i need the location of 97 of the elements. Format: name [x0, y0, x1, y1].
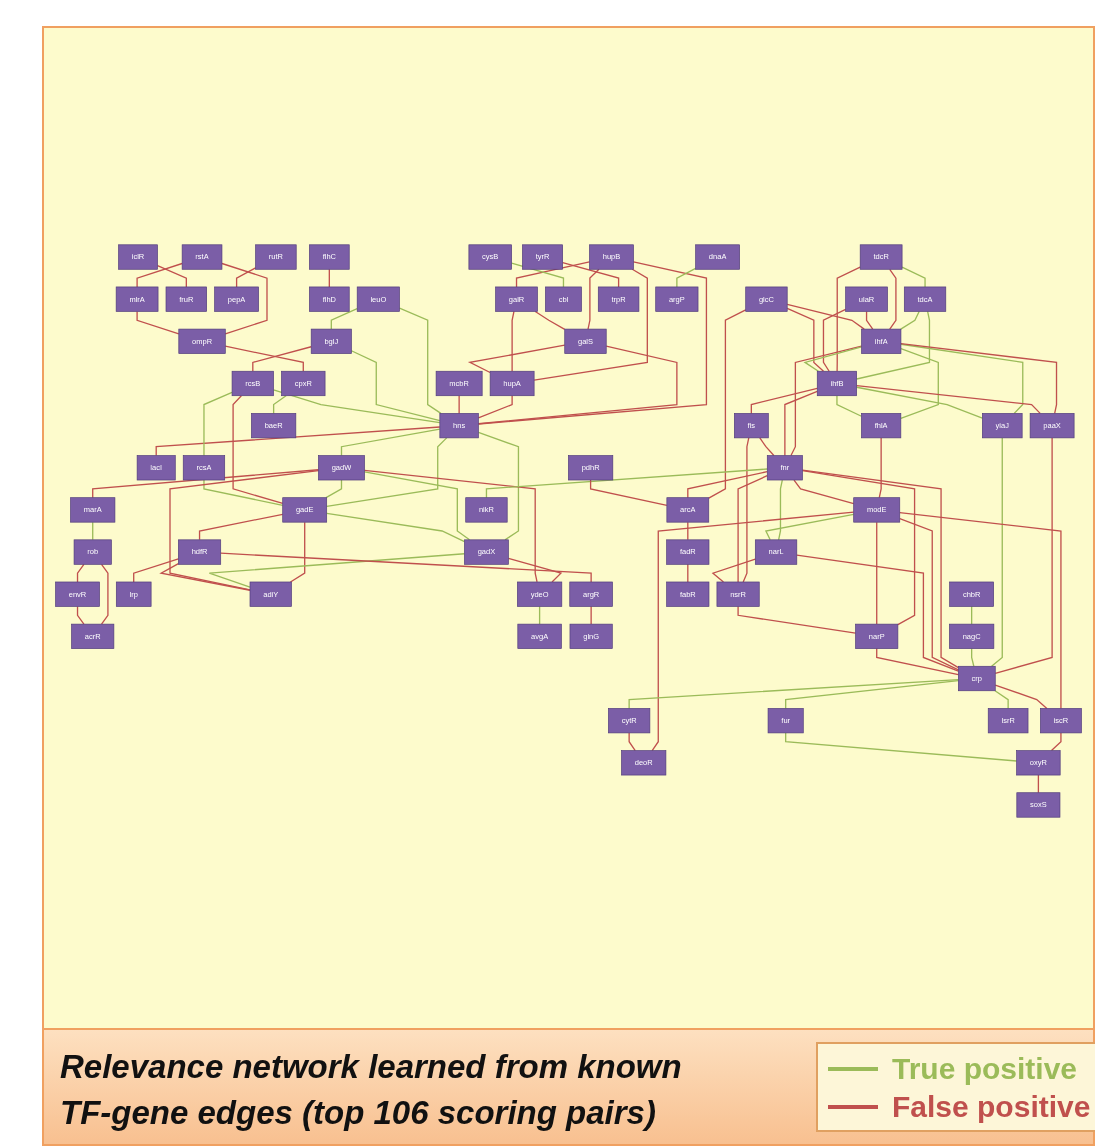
connector	[785, 732, 1018, 762]
connector	[994, 437, 1053, 674]
connector	[750, 387, 818, 415]
connector	[155, 426, 441, 457]
connector	[742, 437, 750, 583]
connector	[822, 308, 847, 372]
connector	[467, 344, 566, 374]
connector	[785, 679, 959, 710]
connector	[587, 268, 600, 330]
connector	[76, 563, 85, 583]
connector	[136, 310, 180, 335]
connector	[326, 437, 448, 508]
connector	[836, 395, 863, 417]
connector	[801, 469, 916, 626]
connector	[477, 345, 678, 425]
connector	[856, 310, 931, 380]
connector	[232, 395, 284, 505]
connector	[272, 389, 441, 424]
connector	[796, 554, 959, 672]
connector	[589, 479, 668, 507]
connector	[899, 511, 1062, 710]
connector	[836, 266, 861, 372]
connector	[900, 310, 920, 330]
connector	[289, 521, 306, 583]
connector	[398, 307, 442, 415]
connector	[272, 395, 287, 415]
connector	[203, 479, 284, 506]
connector	[208, 553, 466, 588]
connector	[737, 605, 857, 634]
connector	[990, 437, 1003, 667]
connector	[485, 468, 768, 499]
legend-label: False positive	[892, 1090, 1091, 1124]
connector	[784, 390, 818, 457]
connector	[687, 470, 768, 499]
connector	[786, 307, 825, 372]
connector	[764, 513, 855, 541]
connector	[628, 732, 636, 752]
connector	[156, 264, 187, 288]
connector	[534, 310, 566, 331]
connector	[711, 558, 756, 583]
connector	[511, 310, 515, 372]
connector	[777, 479, 783, 541]
connector	[1050, 732, 1062, 752]
connector	[326, 512, 466, 543]
connector	[220, 552, 592, 583]
connector	[878, 437, 882, 499]
connector	[900, 343, 1058, 415]
connector	[198, 513, 284, 541]
connector	[651, 511, 855, 752]
connector	[994, 690, 1009, 710]
connector	[515, 261, 591, 288]
connector	[889, 268, 897, 330]
connector	[901, 266, 926, 288]
connector	[562, 261, 620, 288]
connector	[325, 479, 343, 499]
connector	[100, 563, 109, 625]
connector	[477, 431, 520, 541]
connector	[477, 395, 513, 419]
connector	[759, 437, 775, 457]
connector	[876, 647, 959, 676]
connector	[856, 384, 1041, 415]
connector	[793, 479, 855, 505]
connector	[224, 345, 304, 372]
connector	[363, 469, 538, 583]
connector	[676, 267, 697, 288]
connector	[330, 308, 358, 330]
connector	[786, 303, 865, 330]
connector	[458, 395, 460, 415]
connector	[235, 267, 257, 288]
connector	[708, 309, 747, 499]
connector	[865, 310, 874, 330]
connector	[159, 563, 251, 591]
connector	[628, 679, 959, 710]
connector	[590, 605, 592, 625]
connector	[221, 262, 268, 335]
connector	[76, 605, 85, 625]
connector	[340, 428, 441, 457]
connector	[899, 518, 959, 671]
connector	[994, 684, 1048, 710]
connector	[136, 262, 183, 288]
connector	[790, 345, 863, 457]
connector	[507, 557, 563, 583]
connector	[533, 268, 648, 381]
connector	[856, 386, 983, 419]
connector	[363, 471, 471, 541]
connector	[252, 346, 312, 372]
connector	[876, 521, 878, 625]
connector	[169, 469, 320, 591]
connector	[900, 347, 939, 420]
connector	[801, 469, 959, 669]
connector	[803, 346, 863, 372]
legend-label: True positive	[892, 1052, 1078, 1086]
connector	[203, 391, 233, 457]
caption: Relevance network learned from known TF-gene edges (top 106 scoring pairs)	[60, 1047, 683, 1133]
connector	[350, 350, 441, 422]
connector	[133, 558, 180, 583]
connector	[737, 475, 768, 583]
